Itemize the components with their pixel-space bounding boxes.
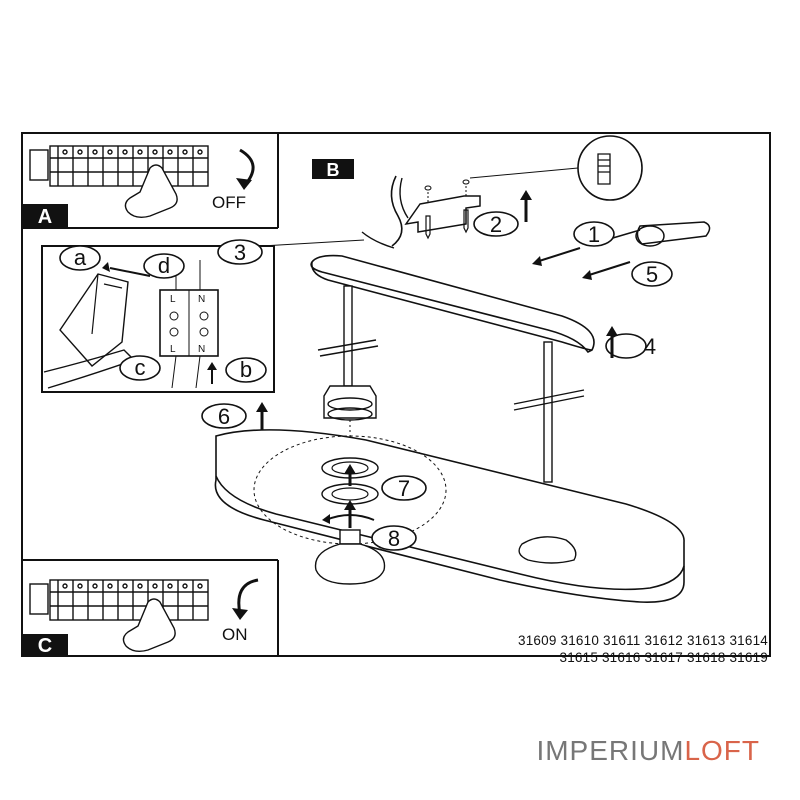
hand-pointer-icon bbox=[124, 164, 178, 219]
panel-c-badge bbox=[22, 634, 68, 656]
sub-step-c: c bbox=[135, 355, 146, 380]
sub-step-d: d bbox=[158, 253, 170, 278]
panel-c: C ON bbox=[22, 559, 279, 657]
panel-a-state: OFF bbox=[212, 193, 246, 212]
light-bulb bbox=[314, 529, 577, 585]
brand-watermark: IMPERIUMLOFT bbox=[536, 735, 760, 767]
lamp-shade bbox=[214, 429, 685, 603]
step-6: 6 bbox=[218, 404, 230, 429]
connection-detail: L N L N a b c d bbox=[41, 245, 275, 393]
suspension-rods bbox=[317, 285, 585, 483]
product-codes: 31609 31610 31611 31612 31613 31614 3161… bbox=[370, 632, 768, 666]
sub-step-c-bubble bbox=[119, 355, 161, 381]
terminal-block-a bbox=[29, 145, 209, 187]
panel-c-letter: C bbox=[38, 635, 52, 657]
panel-a-letter: A bbox=[38, 206, 52, 228]
panel-b-letter: B bbox=[327, 160, 340, 180]
step-4: 4 bbox=[644, 334, 656, 359]
ceiling-canopy bbox=[310, 254, 595, 354]
hand-pointer-icon bbox=[122, 598, 176, 653]
step-2: 2 bbox=[490, 212, 502, 237]
mounting-bracket bbox=[404, 195, 481, 233]
lamp-holder bbox=[323, 385, 377, 421]
step-8: 8 bbox=[388, 526, 400, 551]
brand-part-1: IMPERIUM bbox=[536, 735, 685, 766]
step-5: 5 bbox=[646, 262, 658, 287]
terminal-label-l-top: L bbox=[170, 294, 176, 305]
screwdriver bbox=[605, 221, 711, 247]
product-codes-line-1: 31609 31610 31611 31612 31613 31614 bbox=[518, 633, 768, 648]
brand-part-2: LOFT bbox=[684, 735, 760, 766]
curved-arrow-icon bbox=[237, 578, 259, 615]
terminal-block-c bbox=[29, 579, 209, 621]
sub-step-a-bubble bbox=[59, 245, 101, 271]
panel-a: A OFF bbox=[22, 145, 278, 229]
product-codes-line-2: 31615 31616 31617 31618 31619 bbox=[559, 650, 768, 665]
panel-b-badge bbox=[312, 159, 354, 179]
diagram-frame bbox=[21, 132, 771, 657]
step-1: 1 bbox=[588, 222, 600, 247]
panel-c-state: ON bbox=[222, 625, 248, 644]
detail-circle bbox=[253, 435, 447, 545]
sub-step-d-bubble bbox=[143, 253, 185, 279]
step-7: 7 bbox=[398, 476, 410, 501]
terminal-label-n-top: N bbox=[198, 294, 205, 305]
screw-icon bbox=[425, 215, 431, 240]
panel-a-badge bbox=[22, 204, 68, 228]
terminal-label-n-bottom: N bbox=[198, 344, 205, 355]
terminal-label-l-bottom: L bbox=[170, 344, 176, 355]
step-3: 3 bbox=[234, 240, 246, 265]
sub-step-b: b bbox=[240, 357, 252, 382]
sub-step-a: a bbox=[74, 245, 87, 270]
sub-step-b-bubble bbox=[225, 357, 267, 383]
